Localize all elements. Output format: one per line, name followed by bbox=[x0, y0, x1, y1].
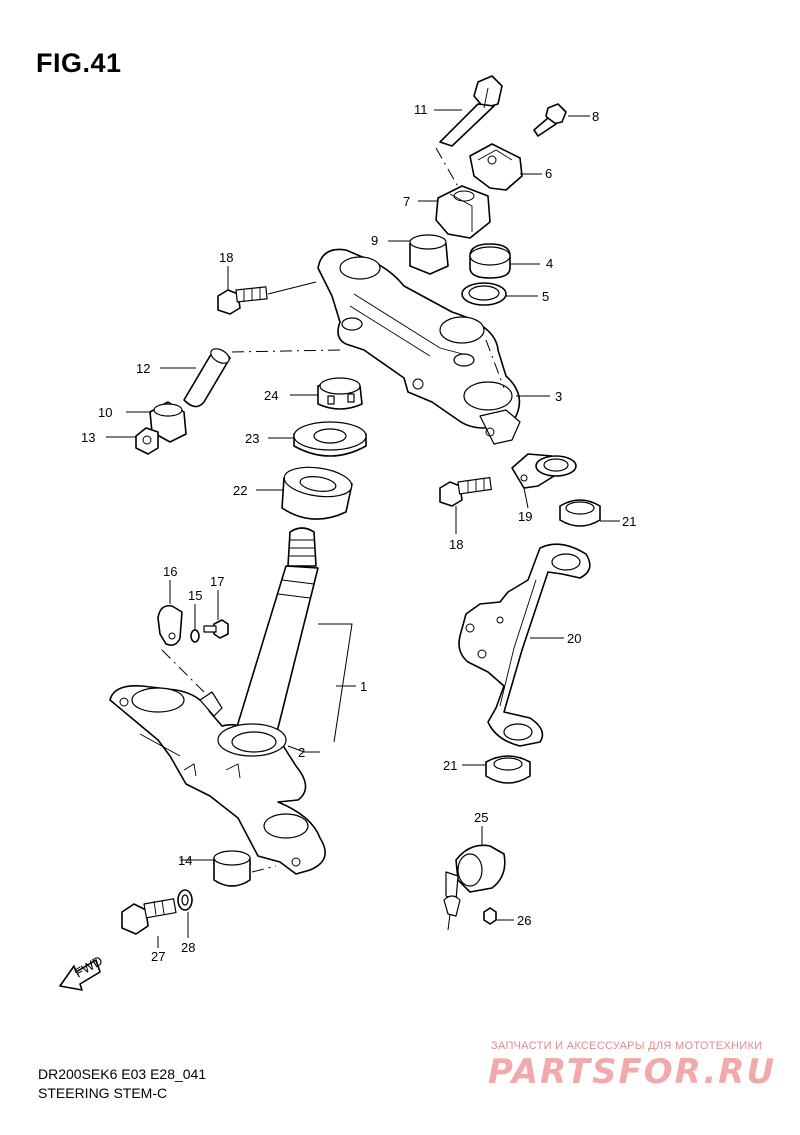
part-lower-holder bbox=[435, 185, 491, 239]
callout-16: 16 bbox=[163, 564, 177, 579]
callout-9: 9 bbox=[371, 233, 378, 248]
callout-28: 28 bbox=[181, 940, 195, 955]
part-bolt-18-lower bbox=[439, 476, 492, 507]
part-bolt-27 bbox=[121, 898, 177, 935]
part-grommet bbox=[149, 401, 187, 443]
part-grommet-14 bbox=[213, 850, 277, 887]
callout-10: 10 bbox=[98, 405, 112, 420]
part-washer-15 bbox=[190, 629, 200, 643]
part-dust-seal bbox=[293, 421, 367, 457]
callout-27: 27 bbox=[151, 949, 165, 964]
callout-12: 12 bbox=[136, 361, 150, 376]
callout-21-top: 21 bbox=[622, 514, 636, 529]
callout-21-lower: 21 bbox=[443, 758, 457, 773]
watermark-caption: ЗАПЧАСТИ И АКСЕССУАРЫ ДЛЯ МОТОТЕХНИКИ bbox=[491, 1040, 763, 1052]
callout-8: 8 bbox=[592, 109, 599, 124]
callout-3: 3 bbox=[555, 389, 562, 404]
part-upper-bracket bbox=[317, 248, 521, 445]
fwd-arrow-icon: FWD bbox=[59, 953, 105, 991]
callout-13: 13 bbox=[81, 430, 95, 445]
part-lock-nut bbox=[317, 377, 363, 410]
part-bolt-18-top bbox=[217, 281, 317, 315]
callout-23: 23 bbox=[245, 431, 259, 446]
callout-26: 26 bbox=[517, 913, 531, 928]
callout-4: 4 bbox=[546, 256, 553, 271]
callout-17: 17 bbox=[210, 574, 224, 589]
callout-15: 15 bbox=[188, 588, 202, 603]
part-steering-stem bbox=[109, 527, 326, 875]
callout-20: 20 bbox=[567, 631, 581, 646]
part-bolt-long bbox=[435, 75, 503, 191]
callout-1: 1 bbox=[360, 679, 367, 694]
part-screw-26 bbox=[483, 907, 497, 925]
part-cushion bbox=[409, 234, 449, 275]
callout-7: 7 bbox=[403, 194, 410, 209]
callout-2: 2 bbox=[298, 745, 305, 760]
part-upper-clamp bbox=[469, 143, 523, 191]
part-nut-13 bbox=[135, 427, 159, 455]
part-ignition-switch bbox=[443, 844, 506, 931]
callout-18-lower: 18 bbox=[449, 537, 463, 552]
model-code: DR200SEK6 E03 E28_041 bbox=[38, 1066, 207, 1082]
part-screw-17 bbox=[203, 619, 229, 639]
part-grommet-21-lower bbox=[485, 755, 531, 784]
part-ring bbox=[461, 282, 507, 306]
callout-19: 19 bbox=[518, 509, 532, 524]
part-long-bracket bbox=[458, 543, 591, 747]
callout-25: 25 bbox=[474, 810, 488, 825]
part-cap bbox=[469, 243, 511, 279]
part-tube bbox=[183, 348, 341, 408]
part-washer-28 bbox=[177, 889, 193, 911]
callout-5: 5 bbox=[542, 289, 549, 304]
watermark-logo: PARTSFOR.RU bbox=[488, 1052, 777, 1092]
callout-24: 24 bbox=[264, 388, 278, 403]
part-bearing bbox=[281, 466, 353, 520]
part-bolt-small bbox=[533, 103, 567, 137]
part-grommet-21-top bbox=[535, 455, 601, 527]
callout-labels: 11 8 6 7 9 4 5 18 3 12 24 10 23 13 22 19… bbox=[81, 102, 636, 964]
figure-title: FIG.41 bbox=[36, 48, 122, 78]
callout-18-top: 18 bbox=[219, 250, 233, 265]
callout-11: 11 bbox=[414, 102, 428, 117]
callout-6: 6 bbox=[545, 166, 552, 181]
leader-lines bbox=[106, 109, 620, 948]
callout-22: 22 bbox=[233, 483, 247, 498]
callout-14: 14 bbox=[178, 853, 192, 868]
section-name: STEERING STEM-C bbox=[38, 1085, 168, 1101]
part-clip bbox=[157, 604, 183, 646]
